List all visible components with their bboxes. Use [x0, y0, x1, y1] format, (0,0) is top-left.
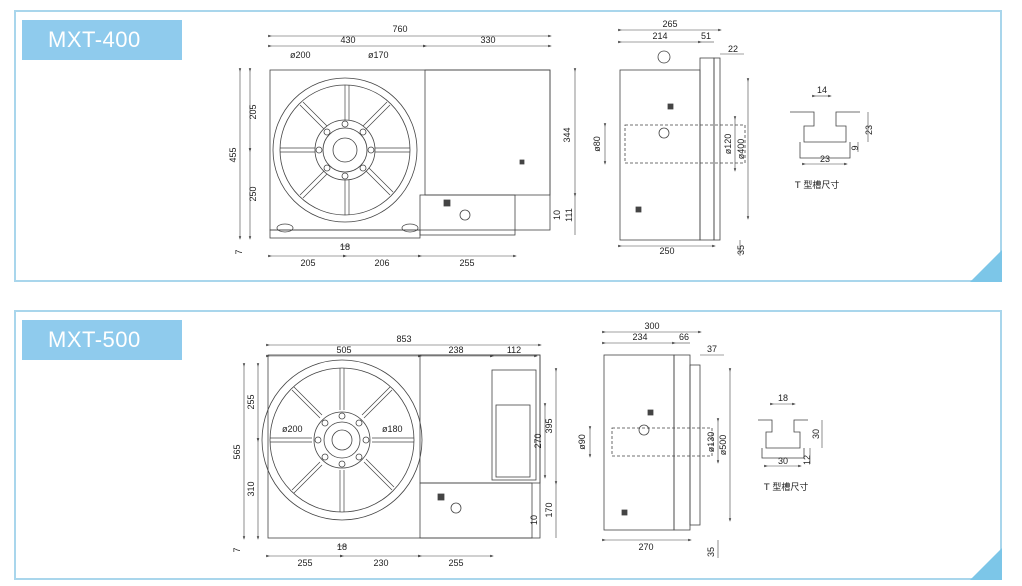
dimension-label: 760: [392, 24, 407, 34]
corner-fold: [970, 250, 1002, 282]
dimension-label: ø130: [706, 432, 716, 453]
dimension-label: 853: [396, 334, 411, 344]
front-view-400: [238, 34, 577, 258]
dimension-label: ø400: [736, 139, 746, 160]
dimension-label: ø90: [577, 434, 587, 450]
dimension-label: ø180: [382, 424, 403, 434]
dimension-label: 18: [778, 393, 788, 403]
dimension-label: 23: [864, 125, 874, 135]
tslot-500: [758, 402, 823, 468]
dimension-label: 230: [373, 558, 388, 568]
dimension-label: 395: [544, 418, 554, 433]
dimension-label: 22: [728, 44, 738, 54]
dimension-label: 255: [297, 558, 312, 568]
dimension-label: 7: [232, 547, 242, 552]
dimension-label: 30: [778, 456, 788, 466]
dimension-label: 206: [374, 258, 389, 268]
dimension-label: 255: [448, 558, 463, 568]
dimension-label: 35: [736, 245, 746, 255]
corner-fold: [970, 548, 1002, 580]
front-view-500: [242, 343, 558, 558]
dimension-label: 255: [246, 394, 256, 409]
dimension-label: 238: [448, 345, 463, 355]
dimension-label: ø80: [592, 136, 602, 152]
dimension-label: 205: [248, 104, 258, 119]
model-tag: MXT-500: [22, 320, 182, 360]
dimension-label: 310: [246, 481, 256, 496]
dimension-label: 18: [337, 542, 347, 552]
dimension-label: 51: [701, 31, 711, 41]
dimension-label: 344: [562, 127, 572, 142]
dimension-label: 170: [544, 502, 554, 517]
dimension-label: 255: [459, 258, 474, 268]
dimension-label: 66: [679, 332, 689, 342]
dimension-label: 270: [638, 542, 653, 552]
dimension-label: 10: [529, 515, 539, 525]
dimension-label: 250: [659, 246, 674, 256]
dimension-label: 14: [817, 85, 827, 95]
front-dims-400: 760 430 330 ø200 ø170 205 455 250 344 10…: [228, 24, 574, 268]
dimension-label: 9: [850, 145, 860, 150]
dimension-label: ø200: [282, 424, 303, 434]
dimension-label: 23: [820, 154, 830, 164]
dimension-label: 505: [336, 345, 351, 355]
dimension-label: 455: [228, 147, 238, 162]
side-view-400: [603, 28, 750, 256]
dimension-label: 205: [300, 258, 315, 268]
side-view-500: [588, 330, 732, 558]
dimension-label: 112: [507, 345, 521, 355]
dimension-label: 30: [811, 429, 821, 439]
tslot-caption: T 型槽尺寸: [795, 181, 840, 191]
dimension-label: 270: [533, 433, 543, 448]
dimension-label: 234: [632, 332, 647, 342]
dimension-label: 330: [480, 35, 495, 45]
dimension-label: ø200: [290, 50, 311, 60]
dimension-label: 111: [564, 208, 574, 222]
dimension-label: ø120: [723, 134, 733, 155]
dimension-label: 214: [652, 31, 667, 41]
front-dims-500: 853 505 238 112 ø200 ø180 255 565 310 39…: [232, 334, 554, 568]
panel-mxt-400: MXT-400: [14, 10, 1002, 282]
dimension-label: 565: [232, 444, 242, 459]
dimension-label: 250: [248, 186, 258, 201]
dimension-label: 37: [707, 344, 717, 354]
dimension-label: ø170: [368, 50, 389, 60]
tslot-dims-500: 18 30 30 12: [778, 393, 821, 466]
dimension-label: 430: [340, 35, 355, 45]
dimension-label: 300: [644, 321, 659, 331]
side-dims-400: 265 214 51 22 ø80 ø120 ø400 250 35: [592, 19, 746, 256]
dimension-label: 7: [234, 249, 244, 254]
dimension-label: 10: [552, 210, 562, 220]
tslot-dims-400: 14 23 23 9: [817, 85, 874, 164]
side-dims-500: 300 234 66 37 ø90 ø130 ø500 270 35: [577, 321, 728, 557]
dimension-label: 18: [340, 242, 350, 252]
dimension-label: 12: [802, 455, 812, 465]
tslot-caption: T 型槽尺寸: [764, 483, 809, 493]
model-tag: MXT-400: [22, 20, 182, 60]
dimension-label: ø500: [718, 435, 728, 456]
dimension-label: 265: [662, 19, 677, 29]
dimension-label: 35: [706, 547, 716, 557]
tslot-400: [790, 94, 869, 166]
